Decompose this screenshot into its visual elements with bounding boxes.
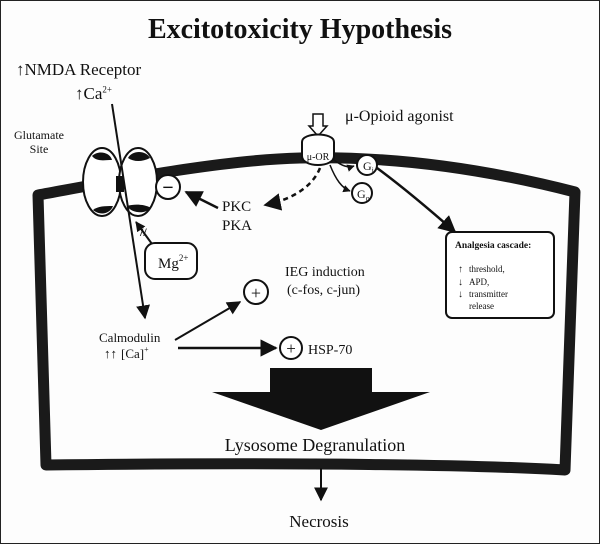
mu-or-receptor	[301, 133, 335, 166]
block-arrow-down	[212, 368, 430, 430]
g-to-analgesia-arrow	[376, 166, 457, 234]
analgesia-cascade-box	[445, 231, 555, 319]
ieg-plus-sign: +	[251, 283, 261, 303]
cell-membrane	[32, 152, 581, 476]
necrosis-label: Necrosis	[289, 512, 348, 531]
pkc-label: PKC	[222, 199, 251, 215]
mg-blocked-mark: //	[139, 225, 147, 239]
analgesia-item-text: release	[469, 301, 494, 311]
analgesia-item-arrow: ↓	[458, 277, 463, 288]
calcium-influx-label: ↑Ca2+	[75, 84, 112, 103]
mu-or-to-go-arrow	[329, 164, 351, 193]
opioid-agonist-label: μ-Opioid agonist	[345, 108, 454, 125]
analgesia-item-text: transmitter	[469, 289, 508, 299]
ieg-plus-circle	[243, 279, 269, 305]
gi-label: Gi	[363, 159, 375, 175]
analgesia-item-text: APD,	[469, 277, 489, 287]
glutamate-site-label: Glutamate Site	[14, 128, 64, 156]
mu-or-label: μ-OR	[307, 152, 330, 163]
analgesia-items: ↑ threshold, ↓ APD, ↓ transmitter releas…	[458, 264, 508, 311]
analgesia-item-arrow: ↓	[458, 289, 463, 300]
pka-label: PKA	[222, 218, 252, 234]
gi-protein	[356, 154, 378, 176]
calmodulin-calcium: ↑↑[Ca]+	[104, 345, 149, 361]
mg-box	[144, 242, 198, 280]
up-arrow-icon: ↑	[16, 60, 25, 79]
inhibit-sign: −	[162, 177, 173, 199]
opioid-agonist-arrow-icon	[307, 113, 329, 138]
calmodulin-label: Calmodulin	[99, 330, 161, 345]
mu-or-to-g-arrows	[333, 159, 355, 172]
lysosome-label: Lysosome Degranulation	[225, 435, 405, 455]
nmda-receptor-label: ↑NMDA Receptor	[16, 60, 142, 79]
mg-label: Mg2+	[158, 253, 188, 272]
analgesia-title: Analgesia cascade:	[455, 241, 531, 251]
analgesia-item-text: threshold,	[469, 264, 505, 274]
hsp-label: HSP-70	[308, 343, 352, 358]
ieg-label-line2: (c-fos, c-jun)	[287, 283, 360, 298]
mu-or-to-pkc-dashed-arrow	[263, 167, 322, 211]
hsp-plus-sign: +	[286, 339, 296, 358]
ieg-label-line1: IEG induction	[285, 265, 365, 280]
mg-block-arrow	[135, 221, 153, 245]
analgesia-item-arrow: ↑	[458, 264, 463, 275]
go-label: Go	[357, 187, 370, 203]
calcium-influx-arrow	[111, 103, 150, 320]
go-protein	[351, 182, 373, 204]
hsp-plus-circle	[279, 336, 303, 360]
inhibition-circle	[155, 174, 181, 200]
pkc-to-inhibition-arrow	[184, 190, 219, 210]
up-arrow-icon: ↑	[75, 84, 84, 103]
diagram-title: Excitotoxicity Hypothesis	[147, 14, 453, 45]
calmodulin-to-ieg-arrow	[174, 301, 242, 341]
